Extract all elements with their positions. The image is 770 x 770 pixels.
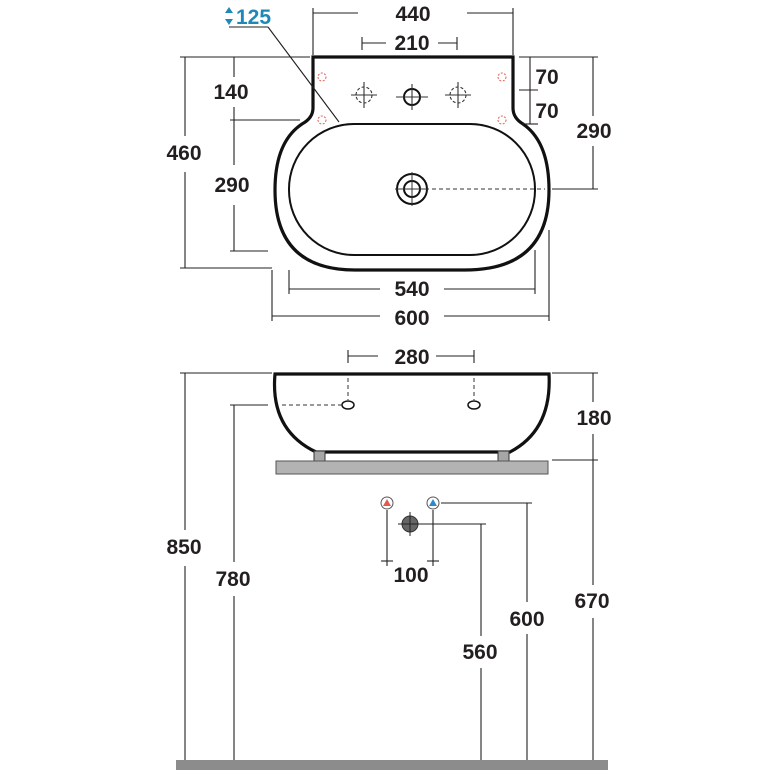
- dim-supply-height: 600: [509, 608, 544, 631]
- dim-left-total: 460: [166, 142, 201, 165]
- plan-view: 125 440 210 70 70 290 460 140 290 540 60…: [166, 3, 611, 330]
- depth-label: 125: [236, 6, 271, 29]
- floor: [176, 760, 608, 770]
- dim-total-height: 850: [166, 536, 201, 559]
- tap-holes: [351, 82, 471, 110]
- dim-inner-width: 540: [394, 278, 429, 301]
- up-down-arrow-icon: [225, 7, 233, 25]
- bowl-profile: [272, 372, 551, 454]
- hot-valve: [380, 496, 394, 510]
- drain-hole: [395, 172, 429, 206]
- dim-tap-spacing-plan: 210: [394, 32, 429, 55]
- cold-triangle-icon: [429, 499, 437, 506]
- plan-dimension-lines: [180, 8, 598, 321]
- bowl-tap-holes: [282, 378, 481, 410]
- bowl-foot-right: [497, 450, 510, 462]
- dim-upper-offset: 70: [535, 66, 558, 89]
- side-dimension-lines: [180, 350, 598, 760]
- depth-indicator: 125: [225, 6, 271, 29]
- countertop: [275, 460, 549, 475]
- tap-hole-right: [445, 82, 471, 108]
- fixing-holes: [317, 72, 507, 125]
- hot-triangle-icon: [383, 499, 391, 506]
- dim-counter-height: 670: [574, 590, 609, 613]
- tap-hole-center: [396, 84, 428, 110]
- drain-outlet: [398, 512, 422, 536]
- dim-valve-spacing: 100: [393, 564, 428, 587]
- bowl-foot-left: [313, 450, 326, 462]
- dim-left-lower: 290: [214, 174, 249, 197]
- side-view: 280 180 850 780 100 600 560 670: [166, 346, 612, 770]
- dim-right-height: 290: [576, 120, 611, 143]
- dim-top-width: 440: [395, 3, 430, 26]
- dim-left-upper: 140: [213, 81, 248, 104]
- tap-hole-left: [351, 82, 377, 108]
- dim-lower-offset: 70: [535, 100, 558, 123]
- dim-drain-height: 560: [462, 641, 497, 664]
- dim-tap-spacing-side: 280: [394, 346, 429, 369]
- cold-valve: [426, 496, 440, 510]
- dim-hole-height: 780: [215, 568, 250, 591]
- dim-outer-width: 600: [394, 307, 429, 330]
- dim-bowl-height: 180: [576, 407, 611, 430]
